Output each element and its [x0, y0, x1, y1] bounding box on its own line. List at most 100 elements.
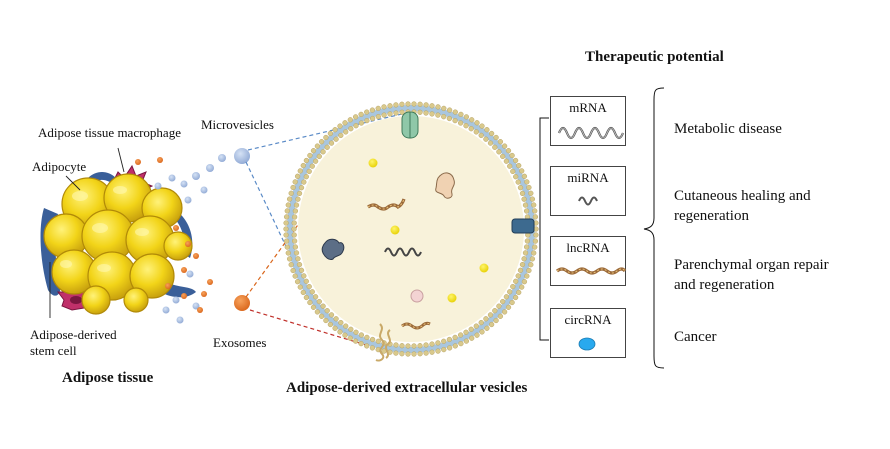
membrane-lipid-head — [327, 321, 334, 328]
membrane-lipid-head — [417, 109, 423, 115]
membrane-lipid-head — [517, 185, 524, 191]
membrane-lipid-head — [288, 190, 294, 196]
membrane-lipid-head — [458, 111, 464, 118]
membrane-lipid-head — [411, 101, 417, 107]
mirna-strand-icon — [578, 196, 598, 206]
exosome — [185, 241, 191, 247]
membrane-lipid-head — [457, 332, 464, 338]
microvesicle — [172, 296, 180, 304]
cargo-particle — [390, 225, 400, 235]
membrane-lipid-head — [435, 340, 441, 346]
rna-label-mirna: miRNA — [567, 170, 609, 185]
therapeutic-item-line: and regeneration — [674, 277, 775, 293]
membrane-lipid-head — [306, 168, 312, 175]
membrane-lipid-head — [295, 256, 301, 262]
membrane-lipid-head — [516, 289, 522, 296]
label-adipose-derived-line1: Adipose-derived — [30, 327, 117, 342]
microvesicle — [184, 196, 192, 204]
membrane-lipid-head — [441, 338, 447, 344]
membrane-lipid-head — [532, 244, 538, 250]
membrane-lipid-head — [369, 107, 376, 113]
membrane-lipid-head — [526, 184, 532, 191]
membrane-lipid-head — [429, 111, 435, 117]
membrane-lipid-head — [529, 256, 536, 262]
membrane-lipid-head — [405, 351, 411, 357]
membrane-lipid-head — [423, 350, 429, 356]
rna-label-lncrna: lncRNA — [566, 240, 610, 255]
membrane-lipid-head — [337, 329, 343, 335]
cargo-lipid-droplet — [410, 289, 424, 303]
membrane-lipid-head — [468, 326, 474, 332]
membrane-lipid-head — [348, 126, 354, 132]
membrane-lipid-head — [292, 273, 298, 279]
membrane-lipid-head — [358, 120, 365, 126]
membrane-lipid-head — [352, 114, 359, 120]
membrane-lipid-head — [316, 153, 322, 160]
membrane-lipid-head — [496, 149, 502, 155]
rna-label-mrna: mRNA — [569, 100, 607, 115]
label-exosomes: Exosomes — [213, 335, 267, 350]
exosome-large — [234, 295, 250, 311]
membrane-lipid-head — [318, 139, 325, 145]
membrane-lipid-head — [483, 316, 489, 322]
membrane-lipid-head — [452, 343, 458, 349]
membrane-lipid-head — [493, 134, 499, 141]
cargo-particle — [447, 293, 457, 303]
adipocyte — [123, 287, 149, 313]
membrane-lipid-head — [333, 136, 339, 142]
membrane-lipid-head — [307, 152, 313, 159]
membrane-lipid-head — [532, 208, 538, 214]
membrane-lipid-head — [328, 140, 335, 146]
membrane-lipid-head — [423, 342, 429, 348]
membrane-lipid-head — [458, 340, 464, 347]
cargo-lncrna-pattern — [367, 198, 405, 210]
membrane-lipid-head — [301, 179, 307, 185]
membrane-lipid-head — [452, 109, 458, 115]
therapeutic-item-line: Cutaneous healing and — [674, 188, 811, 204]
membrane-lipid-head — [328, 312, 335, 318]
membrane-lipid-head — [487, 312, 494, 318]
exosome — [181, 267, 187, 273]
membrane-lipid-head — [312, 158, 319, 164]
cargo-protein — [321, 238, 345, 260]
membrane-lipid-head — [310, 148, 317, 154]
membrane-lipid-head — [533, 232, 539, 238]
membrane-lipid-head — [512, 157, 519, 164]
membrane-lipid-head — [487, 140, 494, 146]
membrane-lipid-head — [323, 134, 329, 141]
therapeutic-item-cutaneous-healing: Cutaneous healing and regeneration — [674, 186, 811, 226]
membrane-lipid-head — [290, 267, 296, 274]
microvesicle — [154, 182, 162, 190]
rna-box-lncrna: lncRNA — [550, 236, 627, 286]
membrane-lipid-head — [483, 136, 489, 142]
membrane-lipid-head — [528, 190, 534, 196]
membrane-lipid-head — [314, 309, 321, 315]
membrane-lipid-head — [405, 101, 411, 107]
title-adipose-tissue: Adipose tissue — [62, 370, 154, 386]
exosome — [193, 253, 199, 259]
membrane-lipid-head — [523, 208, 530, 214]
membrane-lipid-head — [285, 202, 291, 208]
membrane-lipid-head — [531, 202, 537, 208]
adipose-tissue-cluster — [40, 147, 196, 318]
released-vesicles — [135, 148, 250, 324]
membrane-lipid-head — [479, 123, 485, 129]
membrane-lipid-head — [519, 284, 525, 290]
membrane-lipid-head — [417, 343, 423, 349]
therapeutic-item-line: Parenchymal organ repair — [674, 257, 829, 273]
membrane-lipid-head — [291, 214, 298, 220]
membrane-lipid-head — [332, 127, 338, 133]
membrane-glycan — [385, 329, 391, 359]
membrane-lipid-head — [296, 261, 303, 268]
rna-box-mirna: miRNA — [550, 166, 626, 216]
membrane-lipid-head — [512, 294, 519, 301]
membrane-lipid-head — [333, 316, 339, 322]
membrane-lipid-head — [521, 279, 528, 285]
membrane-lipid-head — [463, 123, 469, 129]
membrane-lipid-head — [517, 267, 524, 273]
membrane-lipid-head — [523, 244, 530, 250]
membrane-lipid-head — [446, 115, 453, 122]
membrane-lipid-head — [496, 303, 502, 309]
adipocyte — [129, 253, 175, 299]
